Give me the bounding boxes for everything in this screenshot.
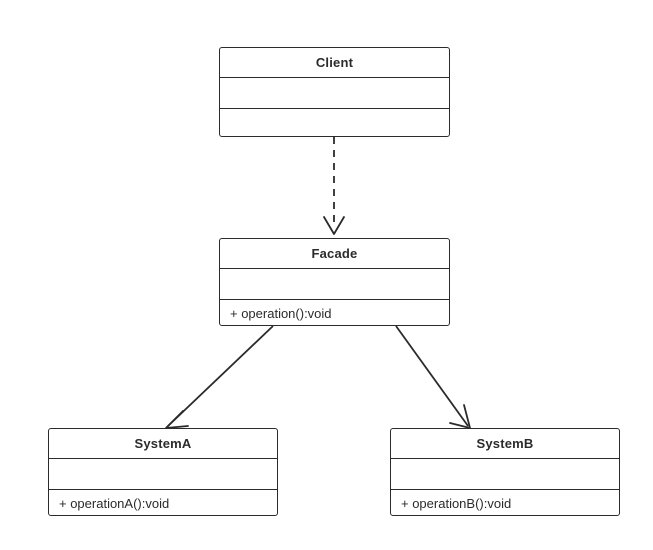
- uml-class-client[interactable]: Client: [219, 47, 450, 137]
- open-arrowhead-icon: [165, 410, 189, 429]
- attributes-compartment-systema: [49, 459, 277, 490]
- association-facade-to-systemb[interactable]: [395, 325, 471, 429]
- attributes-compartment-client: [220, 78, 449, 109]
- uml-class-systemb[interactable]: SystemB + operationB():void: [390, 428, 620, 516]
- uml-class-facade[interactable]: Facade + operation():void: [219, 238, 450, 326]
- association-line: [167, 325, 274, 427]
- open-arrowhead-icon: [449, 404, 471, 429]
- class-name-systemb: SystemB: [391, 429, 619, 459]
- operation-systema-operationa: + operationA():void: [59, 496, 170, 511]
- open-arrowhead-icon: [323, 216, 345, 235]
- association-facade-to-systema[interactable]: [165, 325, 274, 429]
- dependency-client-to-facade[interactable]: [323, 137, 345, 235]
- class-name-systema: SystemA: [49, 429, 277, 459]
- operation-facade-operation: + operation():void: [230, 306, 332, 321]
- association-line: [395, 325, 469, 427]
- uml-class-systema[interactable]: SystemA + operationA():void: [48, 428, 278, 516]
- class-name-client: Client: [220, 48, 449, 78]
- operations-compartment-client: [220, 109, 449, 137]
- operation-systemb-operationb: + operationB():void: [401, 496, 512, 511]
- attributes-compartment-systemb: [391, 459, 619, 490]
- attributes-compartment-facade: [220, 269, 449, 300]
- class-name-facade: Facade: [220, 239, 449, 269]
